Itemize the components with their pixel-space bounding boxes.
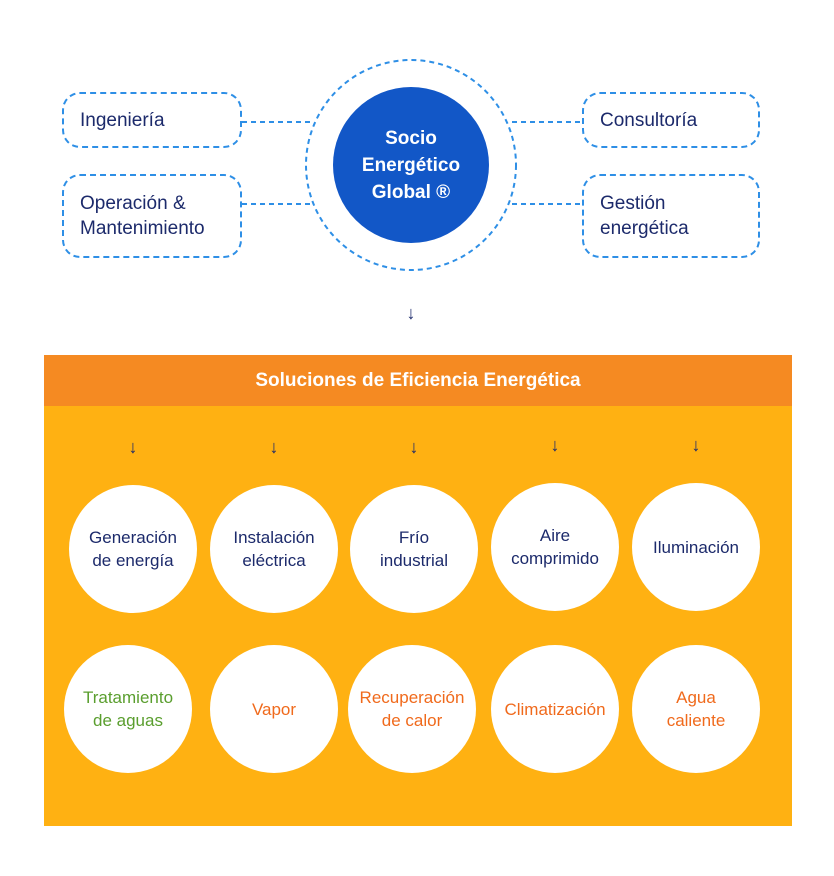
center-node: Socio Energético Global ® <box>333 87 489 243</box>
solution-climatizacion: Climatización <box>491 645 619 773</box>
solution-generacion-energia: Generación de energía <box>69 485 197 613</box>
service-consultoria-label: Consultoría <box>600 109 698 131</box>
outer-dashed-ring <box>305 59 517 271</box>
down-arrow-icon: ↓ <box>406 303 416 323</box>
center-node-label: Socio Energético Global ® <box>361 127 461 203</box>
solution-frio-industrial: Frío industrial <box>350 485 478 613</box>
down-arrow-icon: ↓ <box>128 437 138 457</box>
solution-label: Generación de energía <box>89 528 177 570</box>
service-gestion-energetica: Gestión energética <box>582 174 760 258</box>
service-gestion-label: Gestión energética <box>600 193 689 239</box>
down-arrow-icon: ↓ <box>691 435 701 455</box>
solution-aire-comprimido: Aire comprimido <box>491 483 619 611</box>
service-operacion-label: Operación & Mantenimiento <box>80 193 205 239</box>
service-ingenieria: Ingeniería <box>62 92 242 148</box>
solution-label: Iluminación <box>653 537 739 557</box>
down-arrow-icon: ↓ <box>269 437 279 457</box>
solution-label: Aire comprimido <box>511 526 599 568</box>
service-ingenieria-label: Ingeniería <box>80 109 165 131</box>
down-arrow-icon: ↓ <box>550 435 560 455</box>
solution-label: Frío industrial <box>379 528 449 570</box>
solution-label: Recuperación de calor <box>359 688 465 730</box>
solution-agua-caliente: Agua caliente <box>632 645 760 773</box>
service-consultoria: Consultoría <box>582 92 760 148</box>
solution-label: Climatización <box>504 699 606 719</box>
solution-label: Agua caliente <box>666 688 726 730</box>
solution-instalacion-electrica: Instalación eléctrica <box>210 485 338 613</box>
solution-vapor: Vapor <box>210 645 338 773</box>
solutions-panel-header: Soluciones de Eficiencia Energética <box>44 355 792 406</box>
service-operacion-mantenimiento: Operación & Mantenimiento <box>62 174 242 258</box>
solution-tratamiento-aguas: Tratamiento de aguas <box>64 645 192 773</box>
down-arrow-icon: ↓ <box>409 437 419 457</box>
solution-iluminacion: Iluminación <box>632 483 760 611</box>
solution-label: Tratamiento de aguas <box>82 688 174 730</box>
solution-label: Instalación eléctrica <box>233 528 315 570</box>
solutions-panel-title: Soluciones de Eficiencia Energética <box>255 369 581 391</box>
solution-label: Vapor <box>251 699 297 719</box>
solution-recuperacion-calor: Recuperación de calor <box>348 645 476 773</box>
